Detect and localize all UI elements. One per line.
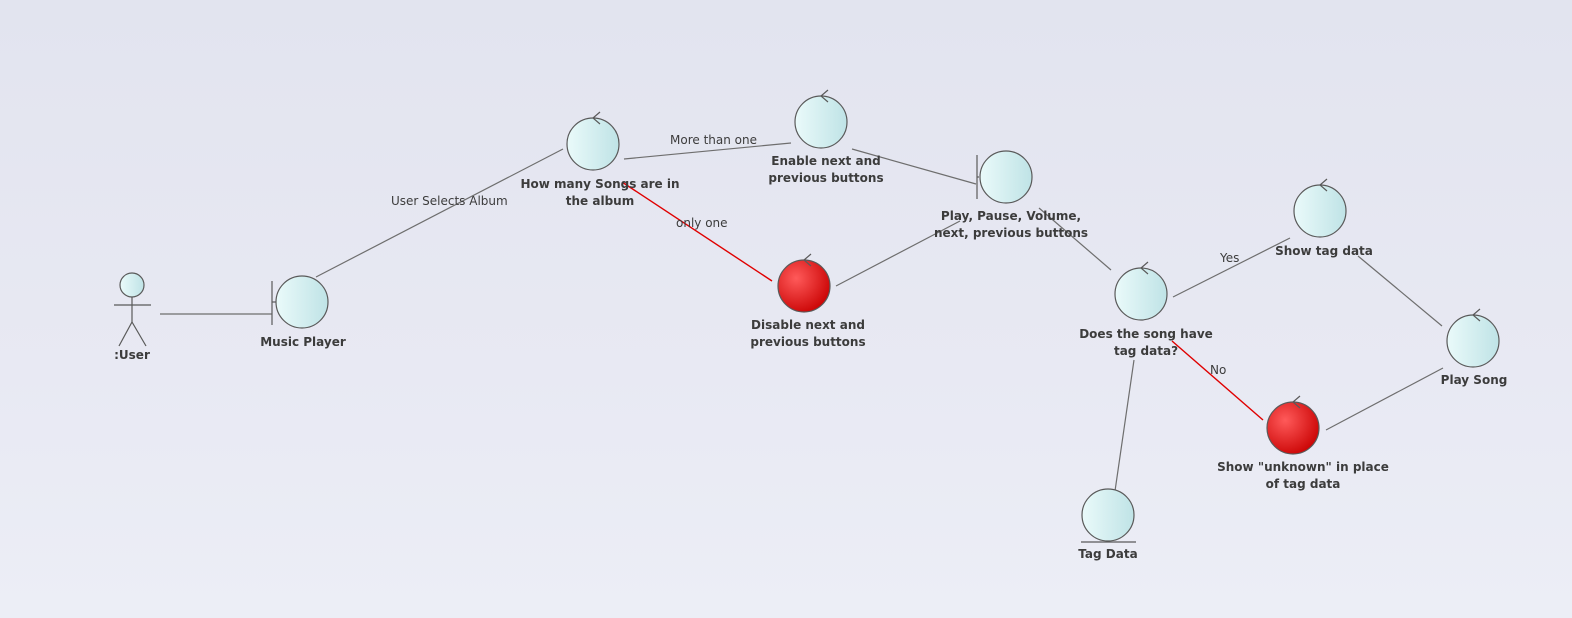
edge-show-tag-play-song[interactable]	[1357, 255, 1443, 327]
label-play-controls: Play, Pause, Volume, next, previous butt…	[933, 209, 1089, 240]
boundary-circle	[275, 275, 329, 329]
control-circle	[1114, 267, 1168, 321]
edge-label-yes: Yes	[1220, 251, 1240, 265]
label-music-player: Music Player	[260, 335, 346, 349]
label-tag-check: Does the song have tag data?	[1079, 327, 1213, 358]
control-arrow	[592, 111, 601, 125]
actor-user[interactable]	[114, 272, 151, 347]
edge-label-no: No	[1210, 363, 1227, 377]
edge-unknown-play-song[interactable]	[1325, 367, 1444, 431]
control-show-unknown[interactable]	[1266, 395, 1320, 455]
control-circle	[794, 95, 848, 149]
edge-only-one[interactable]	[621, 181, 773, 282]
label-show-tag-data: Show tag data	[1275, 244, 1373, 258]
edge-label-only-one: only one	[676, 216, 728, 230]
control-circle	[1446, 314, 1500, 368]
boundary-play-controls[interactable]	[976, 150, 1033, 204]
control-arrow	[1140, 261, 1149, 275]
control-circle-alert	[1266, 401, 1320, 455]
control-tag-check[interactable]	[1114, 261, 1168, 321]
entity-tag-data[interactable]	[1081, 488, 1136, 543]
control-show-tag-data[interactable]	[1293, 178, 1347, 238]
label-how-many-songs: How many Songs are in the album	[520, 177, 680, 208]
control-disable-buttons[interactable]	[777, 253, 831, 313]
edge-more-than-one[interactable]	[623, 142, 792, 160]
edge-tag-check-tag-data[interactable]	[1114, 359, 1135, 492]
control-circle	[566, 117, 620, 171]
edge-enable-controls[interactable]	[851, 148, 977, 185]
edges	[160, 142, 1444, 492]
edge-disable-controls[interactable]	[835, 220, 961, 287]
actor-leg-left	[118, 321, 133, 347]
label-tag-data: Tag Data	[1078, 547, 1138, 561]
edge-yes[interactable]	[1172, 237, 1291, 298]
edge-no[interactable]	[1171, 340, 1264, 421]
edge-user-selects-album[interactable]	[315, 148, 564, 278]
edge-controls-tag-check[interactable]	[1038, 207, 1112, 271]
control-arrow	[1292, 395, 1301, 409]
control-enable-buttons[interactable]	[794, 89, 848, 149]
control-arrow	[1319, 178, 1328, 192]
control-play-song[interactable]	[1446, 308, 1500, 368]
label-show-unknown: Show "unknown" in place of tag data	[1217, 460, 1389, 491]
actor-head	[119, 272, 145, 298]
label-enable-buttons: Enable next and previous buttons	[768, 154, 884, 185]
label-user: :User	[114, 348, 150, 362]
control-circle-alert	[777, 259, 831, 313]
boundary-circle	[979, 150, 1033, 204]
edge-label-user-selects-album: User Selects Album	[391, 194, 508, 208]
edge-label-more-than-one: More than one	[670, 133, 757, 147]
label-play-song: Play Song	[1440, 373, 1508, 387]
label-disable-buttons: Disable next and previous buttons	[750, 318, 866, 349]
control-arrow	[803, 253, 812, 267]
control-circle	[1293, 184, 1347, 238]
entity-circle	[1081, 488, 1135, 542]
control-arrow	[820, 89, 829, 103]
boundary-music-player[interactable]	[271, 275, 329, 329]
actor-leg-right	[131, 321, 147, 347]
control-how-many-songs[interactable]	[566, 111, 620, 171]
control-arrow	[1472, 308, 1481, 322]
